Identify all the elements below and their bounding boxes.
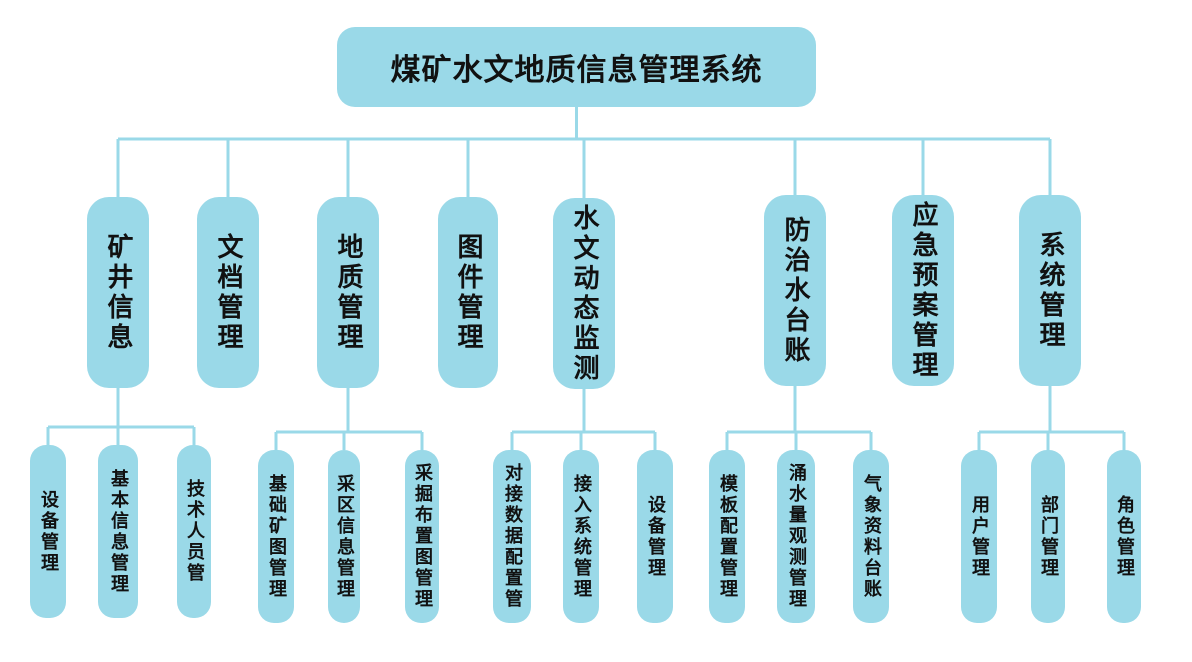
module-mine-info: 矿井信息 (87, 197, 149, 388)
sub-department: 部门管理 (1031, 450, 1065, 623)
sub-basic-info: 基本信息管理 (98, 445, 138, 618)
sub-monitor-equipment: 设备管理 (637, 450, 673, 623)
sub-equipment: 设备管理 (30, 445, 66, 618)
sub-role: 角色管理 (1107, 450, 1141, 623)
root-title: 煤矿水文地质信息管理系统 (390, 53, 763, 88)
module-hydro-monitoring: 水文动态监测 (553, 198, 615, 389)
sub-mining-layout: 采掘布置图管理 (405, 450, 439, 623)
sub-user: 用户管理 (961, 450, 997, 623)
root-node: 煤矿水文地质信息管理系统 (337, 27, 816, 107)
sub-template-config: 模板配置管理 (709, 450, 745, 623)
sub-water-inflow: 涌水量观测管理 (777, 450, 815, 623)
sub-data-config: 对接数据配置管 (493, 450, 531, 623)
module-drawings: 图件管理 (438, 197, 498, 388)
sub-tech-staff: 技术人员管 (177, 445, 211, 618)
module-system: 系统管理 (1019, 195, 1081, 386)
module-water-ledger: 防治水台账 (764, 195, 826, 386)
module-geology: 地质管理 (317, 197, 379, 388)
sub-weather-ledger: 气象资料台账 (853, 450, 889, 623)
module-document: 文档管理 (197, 197, 259, 388)
sub-base-map: 基础矿图管理 (258, 450, 294, 623)
module-emergency-plan: 应急预案管理 (892, 195, 954, 386)
sub-mining-area: 采区信息管理 (328, 450, 360, 623)
sub-access-system: 接入系统管理 (563, 450, 599, 623)
